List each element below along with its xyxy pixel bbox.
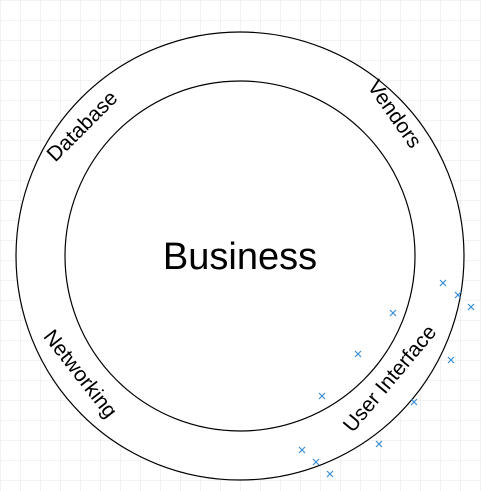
connection-point-marker[interactable]	[326, 470, 334, 478]
connection-point-marker[interactable]	[298, 446, 306, 454]
center-label-business: Business	[163, 236, 317, 278]
connection-point-marker[interactable]	[312, 458, 320, 466]
connection-markers	[298, 279, 475, 478]
inner-circle[interactable]	[64, 80, 416, 432]
connection-point-marker[interactable]	[439, 279, 447, 287]
connection-point-marker[interactable]	[354, 350, 362, 358]
connection-point-marker[interactable]	[375, 440, 383, 448]
connection-point-marker[interactable]	[410, 398, 418, 406]
connection-point-marker[interactable]	[467, 303, 475, 311]
connection-point-marker[interactable]	[447, 356, 455, 364]
connection-point-marker[interactable]	[389, 309, 397, 317]
connection-point-marker[interactable]	[454, 291, 462, 299]
connection-point-marker[interactable]	[318, 392, 326, 400]
